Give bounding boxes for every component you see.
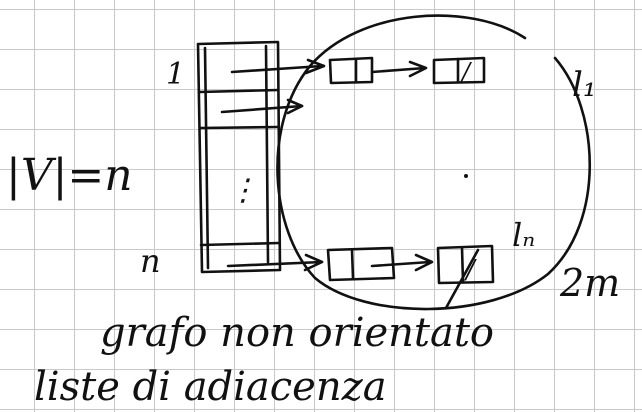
pointer-arrow-last xyxy=(226,260,324,268)
list-first-node-2 xyxy=(432,56,486,85)
lists-enclosure-circle xyxy=(276,14,591,311)
null-marker-first: / xyxy=(460,58,473,86)
node-divider xyxy=(350,248,355,280)
arrowhead xyxy=(408,60,428,78)
vertical-dots: ⋮ xyxy=(228,173,258,208)
list-last-node-2 xyxy=(436,244,495,285)
arrowhead xyxy=(304,58,326,75)
list-first-label: l₁ xyxy=(572,65,597,105)
pointer-arrow-first xyxy=(230,64,324,74)
list-last-node-1 xyxy=(326,246,396,282)
list-first-link xyxy=(370,66,427,74)
list-last-label: lₙ xyxy=(512,216,535,254)
null-slash-last xyxy=(444,248,480,310)
edge-total-label: 2m xyxy=(559,261,620,305)
index-first: 1 xyxy=(166,57,185,92)
arrowhead xyxy=(303,253,324,272)
arrowhead xyxy=(414,253,434,272)
pointer-arrow-second xyxy=(220,104,304,114)
vertex-count-label: |V|=n xyxy=(6,150,133,201)
array-cell-divider xyxy=(198,88,280,94)
center-dot xyxy=(464,174,468,178)
caption-graph-type: grafo non orientato xyxy=(100,310,494,356)
index-last: n xyxy=(140,242,161,280)
arrowhead xyxy=(286,98,304,115)
list-first-node-1 xyxy=(328,56,374,85)
array-cell-divider xyxy=(199,241,281,247)
list-last-link xyxy=(370,260,432,268)
null-marker-last: / xyxy=(463,255,477,285)
array-inner-left xyxy=(203,46,210,270)
caption-representation: liste di adiacenza xyxy=(34,364,387,410)
array-cell-divider xyxy=(198,125,280,130)
array-inner-right xyxy=(264,44,270,264)
array-column xyxy=(196,40,282,274)
